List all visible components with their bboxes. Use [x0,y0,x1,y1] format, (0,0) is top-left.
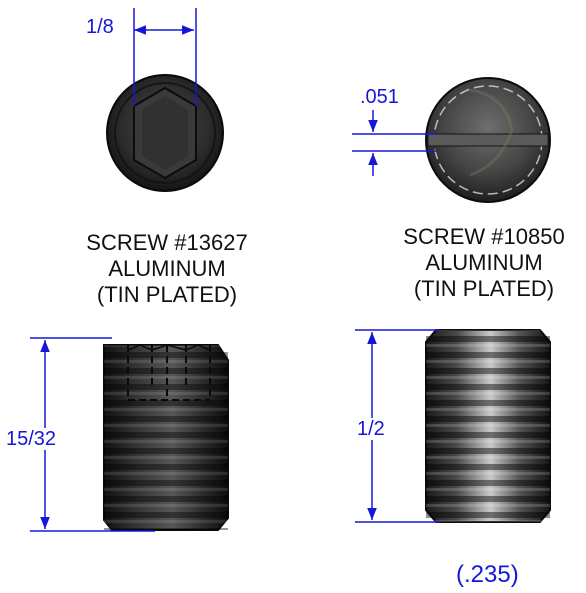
left-screw-material: ALUMINUM [108,256,226,281]
left-screw-label: SCREW #13627 ALUMINUM (TIN PLATED) [58,230,276,308]
slot-dimension-lines [352,110,436,176]
hex-dimension-lines [133,8,197,106]
slot-dimension-label: .051 [360,86,399,108]
left-screw-finish: (TIN PLATED) [96,282,238,307]
left-screw-head [106,74,224,192]
hex-dimension-label: 1/8 [86,16,114,38]
left-screw-name: SCREW #13627 [86,230,248,255]
right-screw-head [425,77,551,203]
right-screw-material: ALUMINUM [425,250,543,275]
right-screw-label: SCREW #10850 ALUMINUM (TIN PLATED) [382,224,586,302]
right-screw-body [425,329,551,523]
right-length-dimension-label: 1/2 [357,418,385,440]
diameter-dimension-label: (.235) [456,561,519,588]
right-screw-finish: (TIN PLATED) [413,276,555,301]
left-screw-body [103,344,229,531]
left-length-dimension-label: 15/32 [6,428,57,450]
slot-icon [427,133,549,147]
right-screw-name: SCREW #10850 [403,224,565,249]
